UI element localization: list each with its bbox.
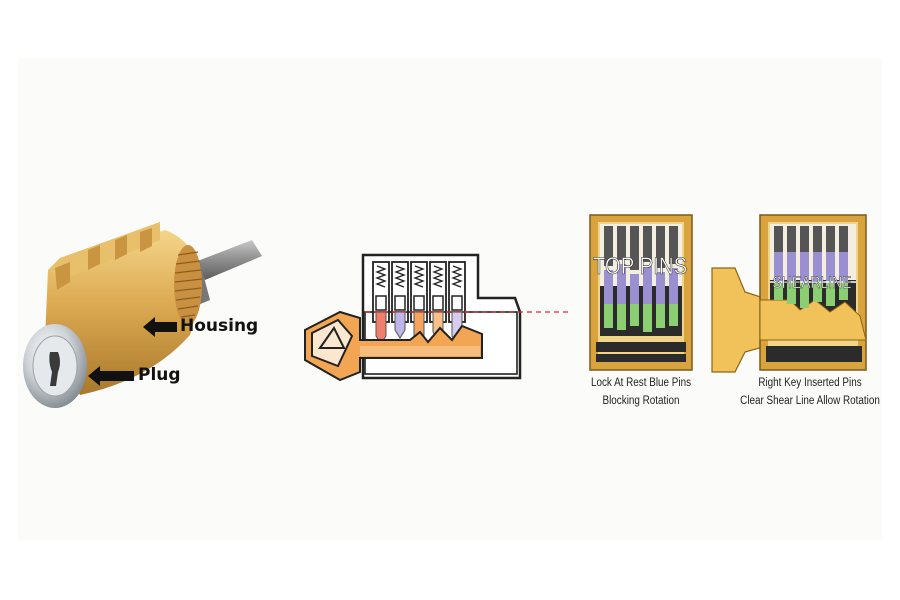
housing-label: Housing xyxy=(180,316,259,336)
plug-arrow-icon xyxy=(88,366,134,386)
unlocked-pins xyxy=(774,226,848,308)
locked-caption: Lock At Rest Blue Pins Blocking Rotation xyxy=(577,374,706,410)
shear-line-overlay: SHEARLINE xyxy=(773,274,852,293)
unlocked-caption: Right Key Inserted Pins Clear Shear Line… xyxy=(733,374,888,410)
tailpiece xyxy=(195,240,262,280)
knurled-ring xyxy=(174,245,202,325)
housing-arrow-icon xyxy=(143,317,177,337)
unlocked-caption-line2: Clear Shear Line Allow Rotation xyxy=(740,395,880,407)
top-pins-overlay: TOP PINS xyxy=(593,252,687,279)
locked-pins xyxy=(604,226,678,332)
locked-caption-line2: Blocking Rotation xyxy=(602,395,680,407)
springs xyxy=(375,265,463,288)
locked-caption-line1: Lock At Rest Blue Pins xyxy=(590,377,692,389)
unlocked-caption-line1: Right Key Inserted Pins xyxy=(758,377,862,389)
keyway xyxy=(49,352,60,386)
plug-label: Plug xyxy=(138,365,181,385)
